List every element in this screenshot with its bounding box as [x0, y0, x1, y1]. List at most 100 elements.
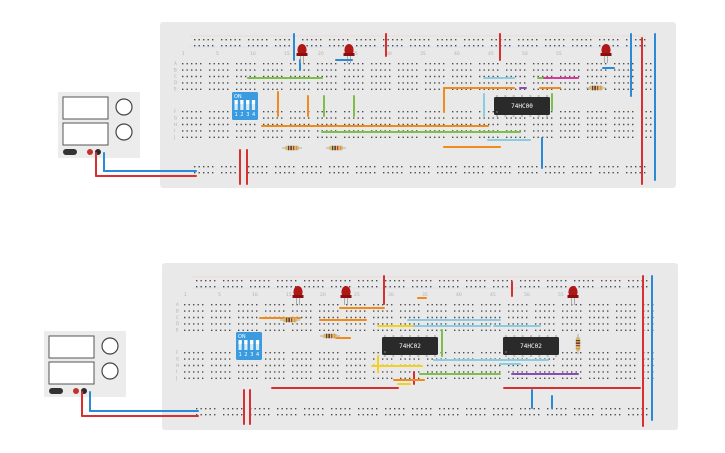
psu-knob — [101, 362, 119, 380]
row-letter: I — [174, 128, 175, 133]
rail-holes — [196, 280, 648, 282]
ic-pin — [384, 355, 386, 357]
dip-switch-icon — [236, 332, 262, 360]
row-letter: A — [174, 61, 177, 66]
resistor-band — [334, 333, 336, 339]
psu-switch — [49, 388, 63, 394]
resistor-band — [575, 342, 581, 344]
ic-pin — [417, 355, 420, 357]
ic-pin — [546, 95, 548, 97]
terminal-holes — [182, 117, 652, 119]
terminal-holes — [184, 310, 654, 312]
resistor-band — [288, 317, 290, 323]
column-number: 15 — [286, 292, 292, 298]
terminal-holes — [184, 316, 654, 319]
resistor-band — [592, 85, 594, 91]
ic-pin — [400, 355, 403, 357]
rail-holes — [196, 408, 648, 410]
ic-pin — [555, 335, 557, 337]
dip-switch-knob — [255, 340, 260, 344]
resistor-band — [288, 145, 290, 151]
terminal-holes — [184, 371, 654, 373]
dip-switch-knob — [250, 340, 254, 344]
resistor-band — [337, 145, 339, 151]
ic-pin — [521, 95, 523, 97]
resistor-band — [326, 333, 328, 339]
terminal-holes — [184, 323, 654, 325]
dip-switch-knob — [244, 340, 248, 344]
terminal-holes — [184, 377, 654, 379]
ic-pin — [384, 335, 386, 337]
psu-terminal-positive — [87, 149, 93, 155]
dip-switch-icon — [232, 92, 258, 120]
dip-switch-number: 3 — [246, 112, 249, 118]
ic-pin — [529, 95, 532, 97]
dip-switch-number: 4 — [256, 352, 259, 358]
terminal-holes — [184, 304, 654, 306]
dip-switch-toggle — [244, 340, 248, 350]
ic-pin — [529, 115, 532, 117]
row-letter: C — [174, 74, 177, 79]
ic-pin — [425, 335, 428, 337]
ic-pin — [546, 335, 549, 337]
column-number: 40 — [456, 292, 462, 298]
ic-pin — [546, 115, 548, 117]
rail-holes — [194, 172, 646, 174]
dip-switch-knob — [246, 100, 250, 104]
dip-switch-toggle — [234, 100, 238, 110]
terminal-holes — [182, 88, 652, 90]
psu-display — [62, 96, 109, 120]
ic-chip-label: 74HC02 — [399, 343, 421, 350]
psu-display — [62, 122, 109, 146]
column-number: 1 — [182, 51, 185, 57]
ic-pin — [496, 95, 498, 97]
ic-chip-icon — [382, 337, 438, 355]
rail-holes — [194, 166, 646, 168]
resistor-band — [291, 317, 293, 323]
resistor-band — [290, 145, 292, 151]
resistor-band — [293, 145, 295, 151]
ic-pin1-dot — [384, 351, 386, 353]
ic-pin — [496, 115, 498, 117]
rail-holes — [194, 45, 646, 47]
ic-pin1-dot — [505, 351, 507, 353]
column-number: 55 — [556, 51, 562, 57]
row-letter: H — [174, 122, 177, 127]
led-base — [600, 53, 612, 56]
resistor-band — [331, 333, 333, 339]
resistor-band — [340, 145, 342, 151]
column-number: 30 — [388, 292, 394, 298]
led-base — [292, 295, 304, 298]
resistor-band — [597, 85, 599, 91]
ic-pin — [505, 355, 507, 357]
resistor-band — [332, 145, 334, 151]
led-base — [567, 295, 579, 298]
dip-switch-number: 2 — [244, 352, 247, 358]
row-letter: E — [176, 328, 179, 333]
column-number: 35 — [422, 292, 428, 298]
ic-pin — [513, 355, 516, 357]
row-letter: I — [176, 369, 177, 374]
row-letter: D — [174, 80, 177, 85]
ic-chip-label: 74HC00 — [511, 103, 533, 110]
terminal-holes — [182, 130, 652, 132]
ic-chip-icon — [494, 97, 550, 115]
dip-switch-number: 1 — [235, 112, 238, 118]
ic-pin — [434, 355, 436, 357]
led-base — [343, 53, 355, 56]
ic-pin — [417, 335, 420, 337]
psu-knob — [101, 337, 119, 355]
column-number: 20 — [318, 51, 324, 57]
ic-pin — [409, 335, 411, 337]
resistor-band — [286, 317, 288, 323]
dip-switch-toggle — [250, 340, 254, 350]
column-number: 5 — [216, 51, 219, 57]
dip-switch-knob — [234, 100, 238, 104]
resistor-band — [594, 85, 596, 91]
column-number: 45 — [490, 292, 496, 298]
column-number: 45 — [488, 51, 494, 57]
ic-pin — [505, 335, 507, 337]
row-letter: F — [176, 350, 179, 355]
row-letter: G — [176, 356, 179, 361]
